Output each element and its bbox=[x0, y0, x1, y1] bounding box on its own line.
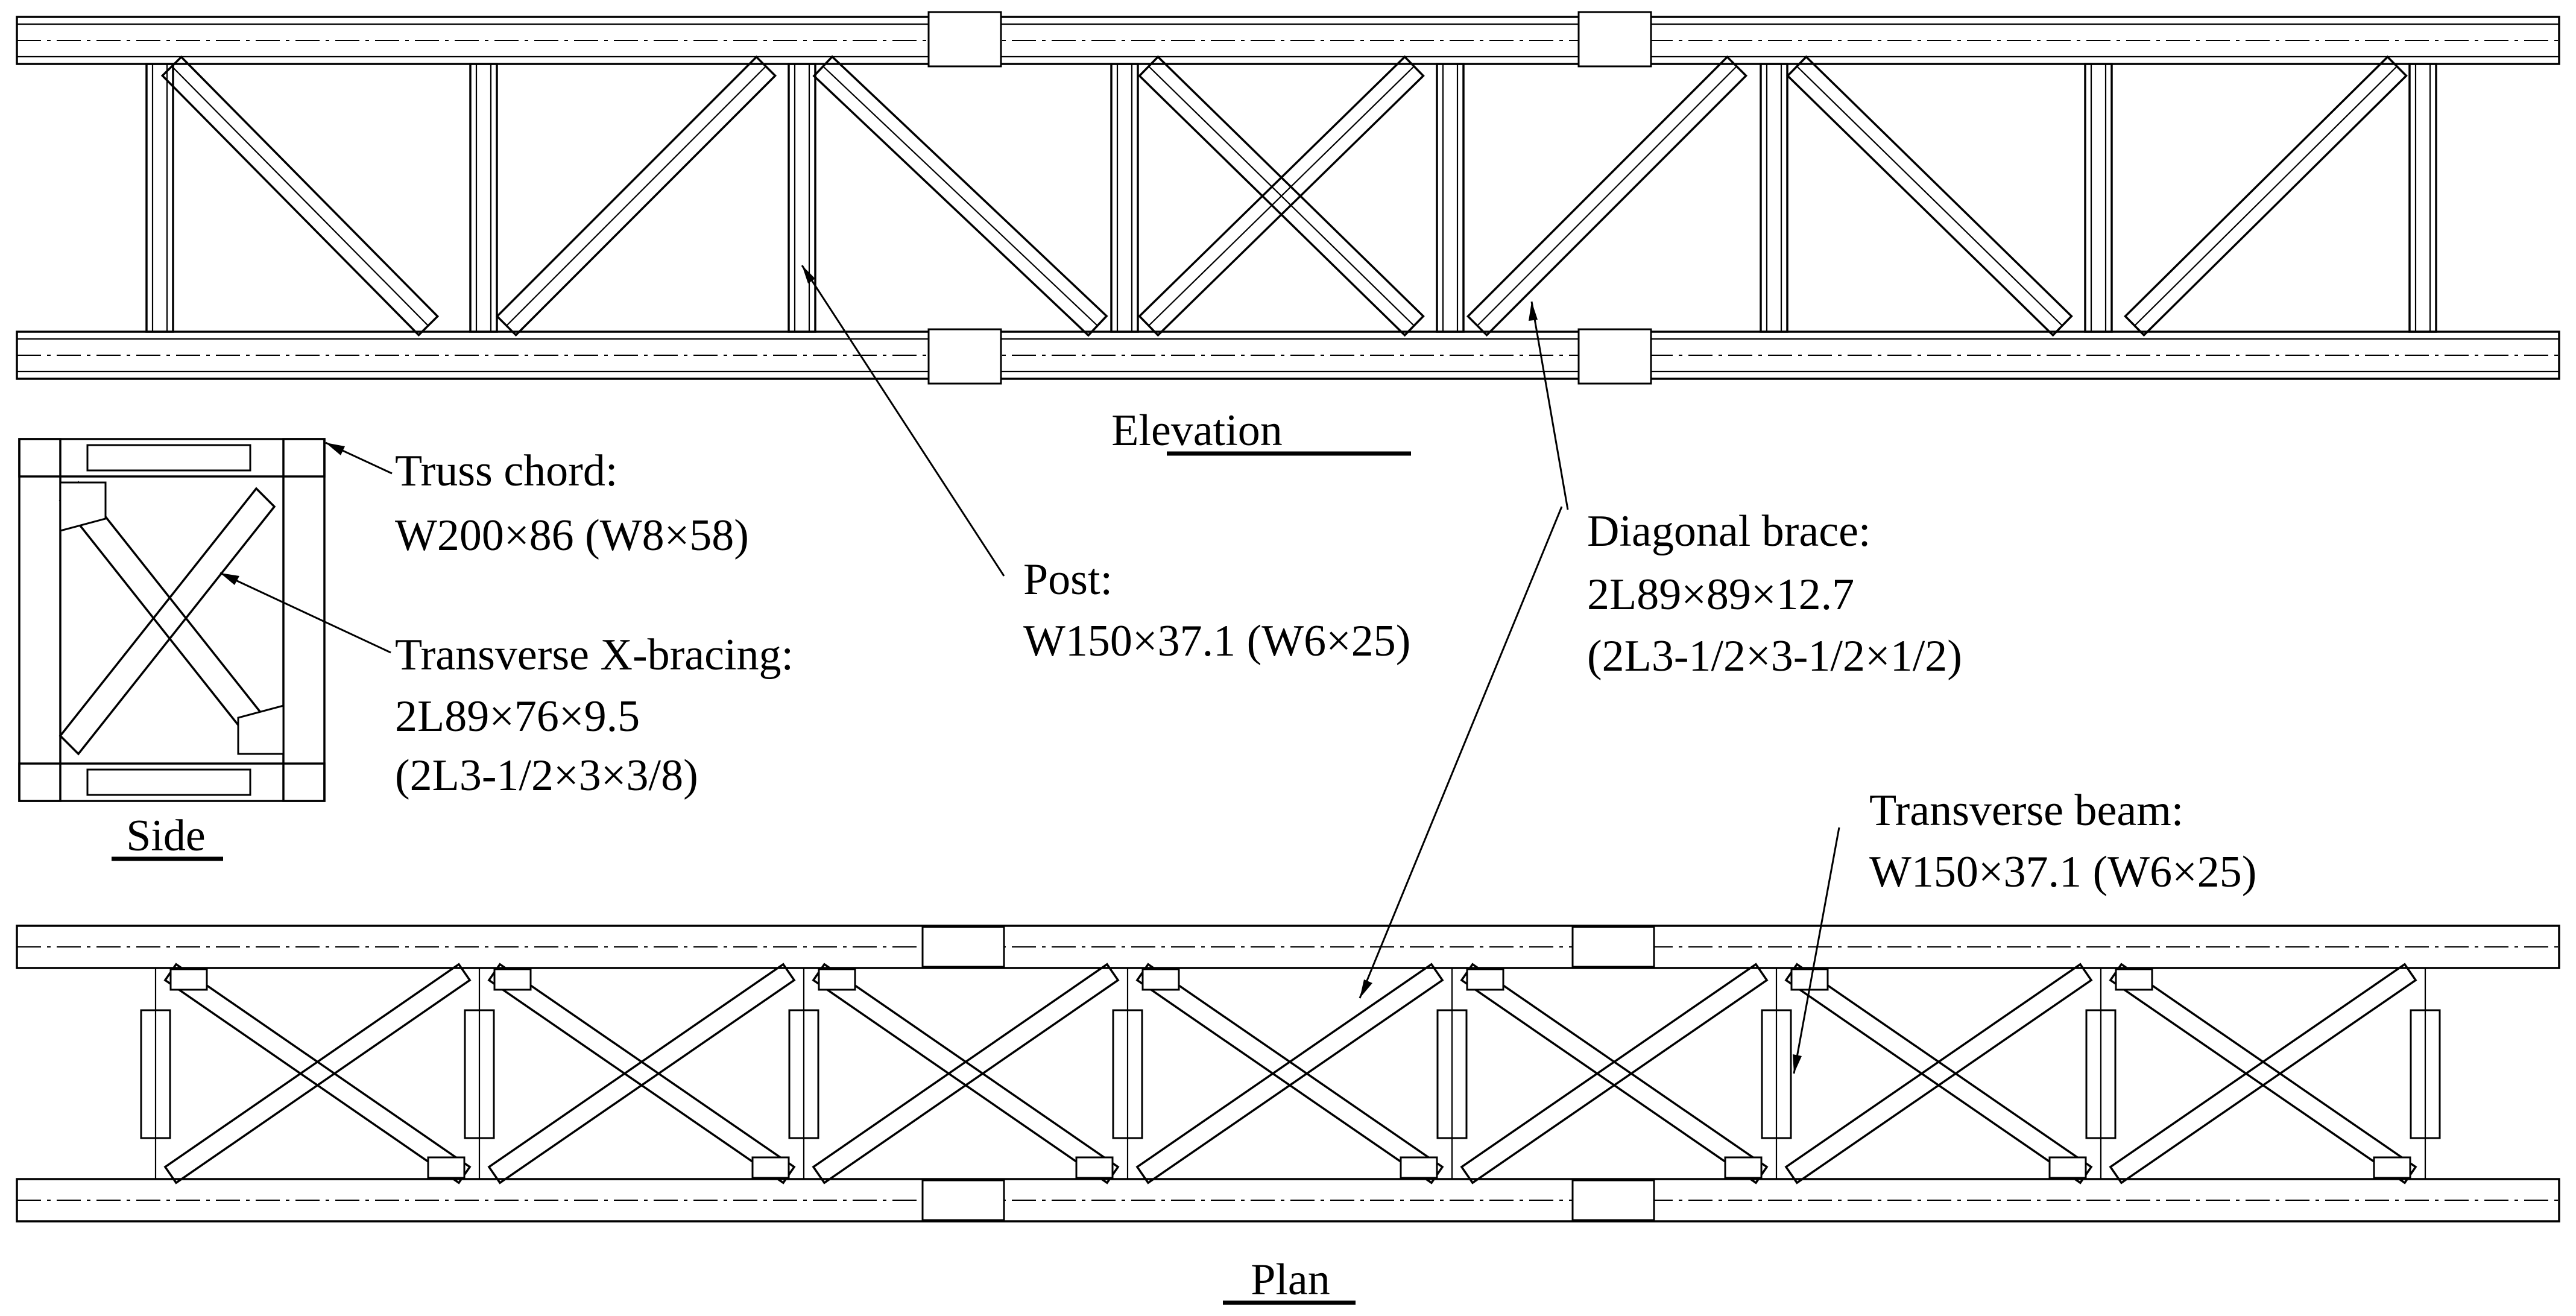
plan-x-brace bbox=[487, 963, 796, 1185]
post bbox=[788, 63, 816, 333]
label-post: Post: W150×37.1 (W6×25) bbox=[801, 265, 1410, 666]
diagonal-brace bbox=[1466, 55, 1748, 337]
label-transverse-beam: Transverse beam: W150×37.1 (W6×25) bbox=[1793, 786, 2256, 1074]
post bbox=[1110, 63, 1139, 333]
svg-text:W200×86 (W8×58): W200×86 (W8×58) bbox=[395, 511, 749, 560]
side-left-chord bbox=[18, 438, 62, 802]
svg-text:(2L3-1/2×3×3/8): (2L3-1/2×3×3/8) bbox=[395, 751, 698, 800]
plan-x-brace bbox=[812, 963, 1120, 1185]
plan-title: Plan bbox=[1251, 1255, 1330, 1305]
post bbox=[145, 63, 174, 333]
side-view bbox=[18, 438, 326, 802]
post bbox=[1760, 63, 1788, 333]
plan-x-brace bbox=[1460, 963, 1769, 1185]
label-truss-chord: Truss chord: W200×86 (W8×58) bbox=[325, 441, 749, 560]
svg-text:Transverse X-bracing:: Transverse X-bracing: bbox=[395, 630, 794, 680]
plan-x-brace bbox=[812, 963, 1120, 1185]
plan-x-brace bbox=[1135, 963, 1444, 1185]
elevation-title: Elevation bbox=[1111, 406, 1283, 455]
svg-text:2L89×89×12.7: 2L89×89×12.7 bbox=[1587, 570, 1854, 619]
post bbox=[2084, 63, 2113, 333]
plan-x-brace bbox=[2109, 963, 2417, 1185]
plan-view bbox=[16, 925, 2560, 1223]
side-title: Side bbox=[126, 811, 206, 861]
plan-x-brace bbox=[1135, 963, 1444, 1185]
plan-x-brace bbox=[2109, 963, 2417, 1185]
post bbox=[469, 63, 498, 333]
diagonal-brace bbox=[2124, 55, 2408, 337]
post bbox=[2408, 63, 2437, 333]
svg-text:Transverse beam:: Transverse beam: bbox=[1869, 786, 2183, 835]
plan-x-brace bbox=[487, 963, 796, 1185]
side-bottom-beam bbox=[18, 762, 326, 802]
label-transverse-x-bracing: Transverse X-bracing: 2L89×76×9.5 (2L3-1… bbox=[219, 572, 794, 800]
diagonal-brace bbox=[1786, 55, 2073, 337]
post bbox=[1436, 63, 1465, 333]
plan-x-brace bbox=[1784, 963, 2093, 1185]
side-brace-2 bbox=[58, 487, 276, 756]
svg-text:Post:: Post: bbox=[1023, 555, 1113, 604]
plan-x-brace bbox=[163, 963, 472, 1185]
svg-text:W150×37.1 (W6×25): W150×37.1 (W6×25) bbox=[1869, 847, 2256, 897]
svg-text:2L89×76×9.5: 2L89×76×9.5 bbox=[395, 692, 640, 741]
elevation-splice-plates bbox=[927, 11, 1652, 385]
svg-text:(2L3-1/2×3-1/2×1/2): (2L3-1/2×3-1/2×1/2) bbox=[1587, 631, 1962, 681]
plan-x-brace bbox=[163, 963, 472, 1185]
side-right-chord bbox=[282, 438, 326, 802]
svg-text:Truss chord:: Truss chord: bbox=[395, 446, 617, 496]
diagonal-brace bbox=[1138, 55, 1425, 337]
plan-x-brace bbox=[1784, 963, 2093, 1185]
plan-x-brace bbox=[1460, 963, 1769, 1185]
elevation-view bbox=[16, 11, 2560, 385]
label-diagonal-brace: Diagonal brace: 2L89×89×12.7 (2L3-1/2×3-… bbox=[1359, 301, 1962, 999]
diagonal-brace bbox=[160, 55, 440, 337]
svg-text:Diagonal brace:: Diagonal brace: bbox=[1587, 507, 1871, 556]
diagonal-brace bbox=[1138, 55, 1425, 337]
svg-text:W150×37.1 (W6×25): W150×37.1 (W6×25) bbox=[1023, 616, 1410, 666]
diagonal-brace bbox=[812, 55, 1108, 337]
plan-splice-plates bbox=[921, 926, 1655, 1221]
diagonal-brace bbox=[495, 55, 777, 337]
side-top-beam bbox=[18, 438, 326, 478]
